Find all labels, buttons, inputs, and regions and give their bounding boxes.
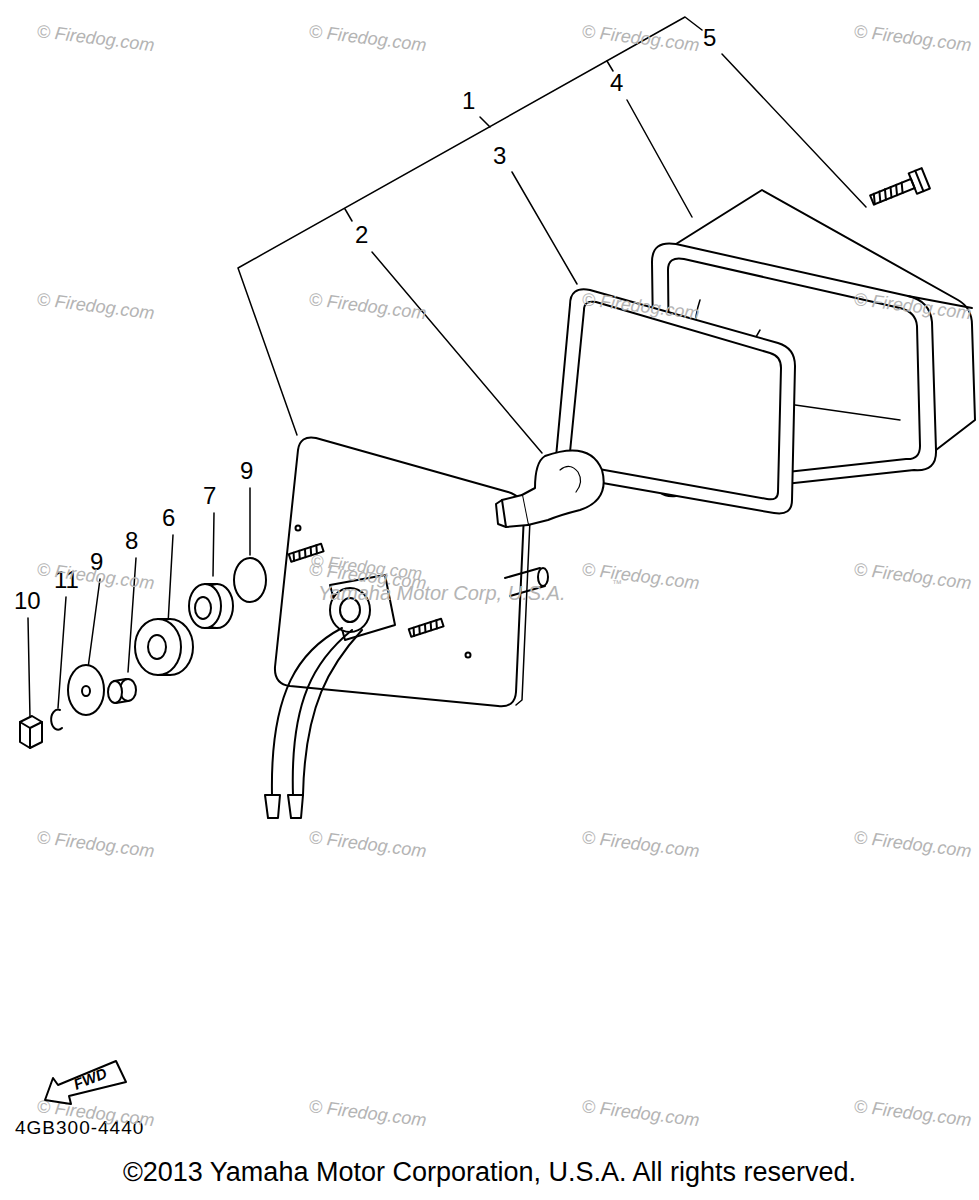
watermark: © Firedog.com	[853, 560, 973, 594]
forward-arrow: FWD	[42, 1056, 130, 1106]
callout-number: 10	[14, 588, 41, 614]
watermark: © Firedog.com	[581, 828, 701, 862]
watermark: © Firedog.com	[308, 290, 428, 324]
watermark: © Firedog.com	[36, 290, 156, 324]
copyright-notice: ©2013 Yamaha Motor Corporation, U.S.A. A…	[123, 1158, 856, 1188]
watermark: © Firedog.com	[581, 1097, 701, 1131]
callout-number: 1	[462, 88, 475, 114]
watermark: © Firedog.com	[853, 828, 973, 862]
watermark: © Firedog.com	[853, 22, 973, 56]
callout-number: 2	[355, 222, 368, 248]
watermark: © Firedog.com	[308, 22, 428, 56]
watermark: Yamaha Motor Corp, U.S.A.	[318, 582, 566, 604]
callout-number: 4	[610, 70, 623, 96]
callout-number: 5	[703, 25, 716, 51]
callout-number: 8	[125, 528, 138, 554]
watermark: © Firedog.com	[853, 1097, 973, 1131]
watermark: © Firedog.com	[36, 560, 156, 594]
watermark: © Firedog.com	[36, 828, 156, 862]
callout-number: 7	[203, 483, 216, 509]
watermark: © Firedog.com	[308, 828, 428, 862]
watermark: ™	[612, 578, 622, 589]
callout-number: 6	[162, 505, 175, 531]
watermark: © Firedog.com	[581, 22, 701, 56]
watermark: © Firedog.com	[36, 22, 156, 56]
callout-number: 9	[240, 458, 253, 484]
watermark: © Firedog.com	[581, 560, 701, 594]
callout-number: 3	[493, 143, 506, 169]
watermark: © Firedog.com	[308, 1097, 428, 1131]
